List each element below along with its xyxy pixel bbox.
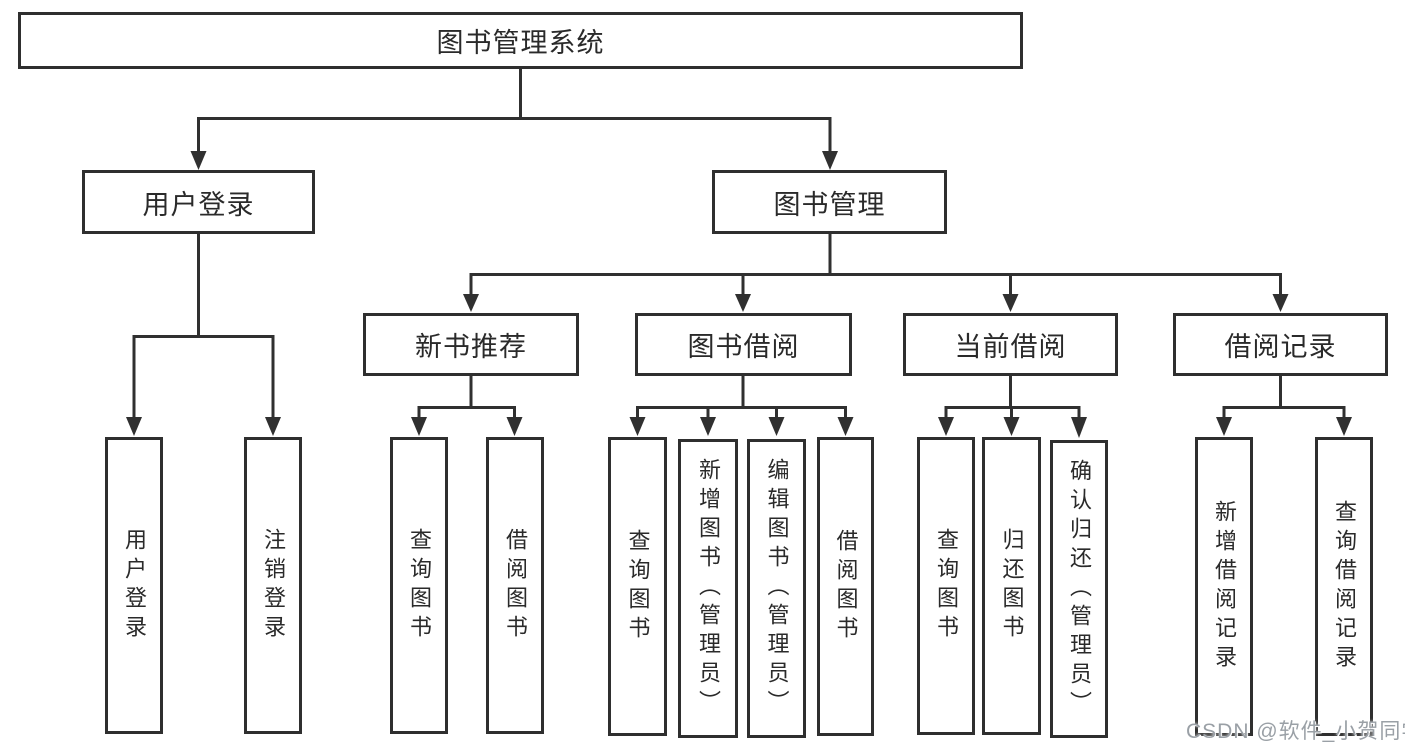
node-current-borrowing-label: 当前借阅	[954, 332, 1067, 362]
leaf-return-books: 归还图书	[982, 437, 1041, 735]
leaf-query-books-current: 查询图书	[917, 437, 975, 735]
node-current-borrowing: 当前借阅	[903, 313, 1118, 376]
node-borrowing-records: 借阅记录	[1173, 313, 1388, 376]
csdn-watermark: CSDN @软件_小贺同学	[1186, 720, 1405, 743]
connector-current-borrowing-children	[938, 374, 1087, 438]
leaf-user-login-label: 用户登录	[122, 527, 147, 644]
leaf-add-borrow-record-label: 新增借阅记录	[1212, 499, 1237, 674]
leaf-user-login: 用户登录	[105, 437, 163, 734]
node-library-management-system-label: 图书管理系统	[436, 28, 605, 58]
leaf-return-books-label: 归还图书	[999, 528, 1025, 644]
node-library-management-system: 图书管理系统	[18, 12, 1023, 69]
connector-root-to-level2	[190, 66, 838, 170]
node-user-login: 用户登录	[82, 170, 315, 234]
connector-book-borrowing-children	[629, 374, 854, 436]
leaf-query-books-current-label: 查询图书	[934, 528, 959, 644]
leaf-borrow-books-recommendation-label: 借阅图书	[503, 527, 528, 644]
leaf-confirm-return-admin-label: 确认归还（管理员）	[1067, 458, 1092, 720]
node-book-borrowing-label: 图书借阅	[687, 332, 800, 362]
connector-user-login-children	[126, 232, 281, 436]
node-book-management-label: 图书管理	[773, 189, 886, 220]
leaf-borrow-books: 借阅图书	[817, 437, 874, 736]
leaf-add-books-admin-label: 新增图书（管理员）	[696, 458, 721, 719]
leaf-query-borrow-record-label: 查询借阅记录	[1332, 499, 1357, 674]
node-new-book-recommendation: 新书推荐	[363, 313, 579, 376]
node-user-login-label: 用户登录	[142, 189, 255, 220]
leaf-add-books-admin: 新增图书（管理员）	[678, 439, 738, 738]
leaf-query-books-borrowing-label: 查询图书	[625, 528, 651, 645]
connector-book-management-children	[463, 232, 1289, 312]
node-book-borrowing: 图书借阅	[635, 313, 852, 376]
node-book-management: 图书管理	[712, 170, 947, 234]
connector-borrowing-records-children	[1216, 374, 1352, 436]
leaf-edit-books-admin: 编辑图书（管理员）	[747, 439, 806, 738]
leaf-logout-label: 注销登录	[261, 527, 286, 644]
leaf-borrow-books-recommendation: 借阅图书	[486, 437, 544, 734]
node-borrowing-records-label: 借阅记录	[1224, 332, 1337, 362]
node-new-book-recommendation-label: 新书推荐	[415, 332, 527, 362]
leaf-logout: 注销登录	[244, 437, 302, 734]
leaf-query-books-recommendation: 查询图书	[390, 437, 448, 734]
leaf-query-borrow-record: 查询借阅记录	[1315, 437, 1373, 736]
leaf-confirm-return-admin: 确认归还（管理员）	[1050, 440, 1108, 738]
leaf-query-books-recommendation-label: 查询图书	[407, 527, 432, 644]
leaf-edit-books-admin-label: 编辑图书（管理员）	[764, 458, 790, 719]
leaf-add-borrow-record: 新增借阅记录	[1195, 437, 1253, 736]
leaf-query-books-borrowing: 查询图书	[608, 437, 667, 736]
leaf-borrow-books-label: 借阅图书	[833, 528, 859, 645]
connector-new-book-recommendation-children	[411, 374, 523, 436]
